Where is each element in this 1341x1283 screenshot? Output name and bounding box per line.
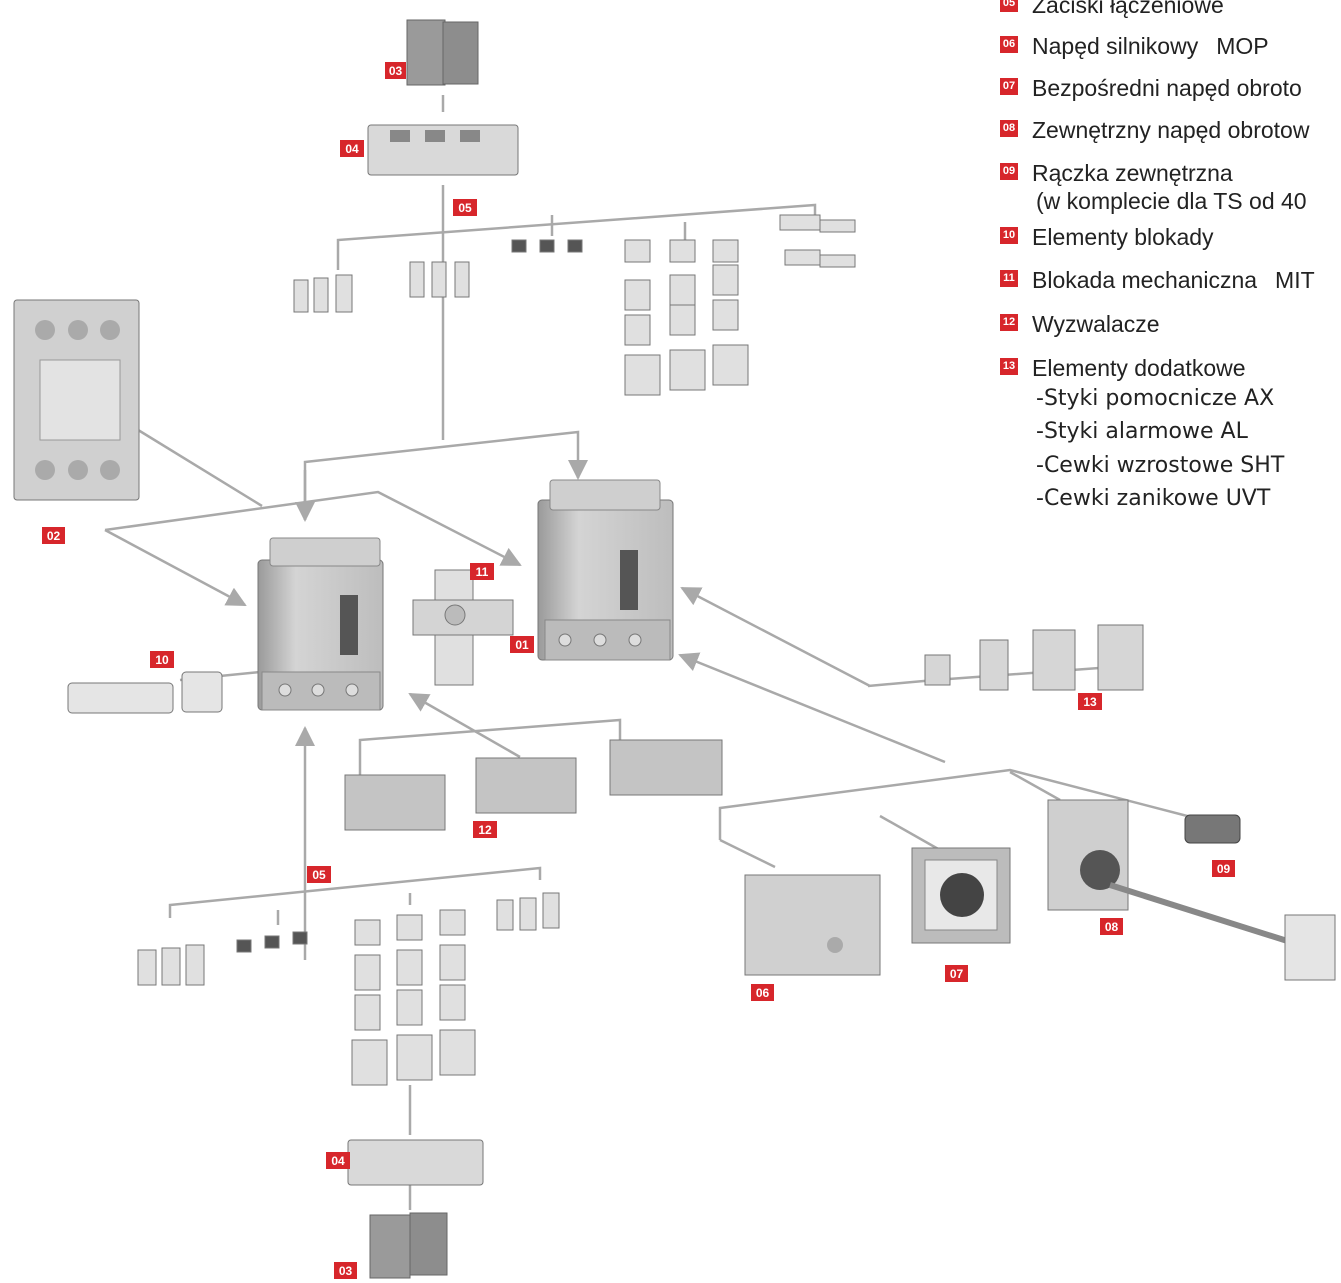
external-handle-09 <box>1185 815 1240 843</box>
tag-03-top: 03 <box>385 62 406 79</box>
svg-text:03: 03 <box>339 1264 353 1278</box>
tag-04-bottom: 04 <box>326 1152 350 1169</box>
svg-text:13: 13 <box>1083 695 1097 709</box>
tag-05-top: 05 <box>453 199 477 216</box>
tag-13: 13 <box>1078 693 1102 710</box>
svg-text:02: 02 <box>47 529 61 543</box>
tag-07: 07 <box>945 965 968 982</box>
terminal-cover-03-bottom <box>370 1213 447 1278</box>
tag-12: 12 <box>473 821 497 838</box>
locking-elements-10 <box>68 672 222 713</box>
terminal-shield-04-top <box>368 125 518 175</box>
svg-text:04: 04 <box>345 142 359 156</box>
trip-units-12 <box>345 740 722 830</box>
svg-text:06: 06 <box>756 986 770 1000</box>
tag-02: 02 <box>42 527 65 544</box>
terminal-cover-03-top <box>407 20 478 85</box>
interlock-11 <box>413 570 513 685</box>
tag-04-top: 04 <box>340 140 364 157</box>
tag-03-bottom: 03 <box>334 1262 357 1279</box>
tag-10: 10 <box>150 651 174 668</box>
svg-text:08: 08 <box>1105 920 1119 934</box>
svg-text:11: 11 <box>476 565 489 579</box>
svg-text:04: 04 <box>331 1154 345 1168</box>
svg-text:03: 03 <box>389 64 403 78</box>
terminal-shield-04-bottom <box>348 1140 483 1185</box>
svg-text:05: 05 <box>312 868 326 882</box>
svg-text:10: 10 <box>155 653 169 667</box>
breaker-01 <box>538 480 673 660</box>
svg-text:01: 01 <box>515 638 529 652</box>
rotary-handle-07 <box>912 848 1010 943</box>
svg-text:07: 07 <box>950 967 964 981</box>
tag-11: 11 <box>470 563 494 580</box>
tag-05-bottom: 05 <box>307 866 331 883</box>
tag-09: 09 <box>1212 860 1235 877</box>
tag-06: 06 <box>751 984 774 1001</box>
connection-terminals-05-bottom <box>138 893 559 1085</box>
svg-text:12: 12 <box>478 823 492 837</box>
svg-text:05: 05 <box>458 201 472 215</box>
breaker-center <box>258 538 383 710</box>
tag-08: 08 <box>1100 918 1123 935</box>
svg-text:09: 09 <box>1217 862 1231 876</box>
connection-terminals-05-top <box>294 215 855 395</box>
accessories-13 <box>925 625 1143 690</box>
tag-01: 01 <box>510 636 534 653</box>
motor-operator-06 <box>745 875 880 975</box>
plug-in-base-02 <box>14 300 139 500</box>
